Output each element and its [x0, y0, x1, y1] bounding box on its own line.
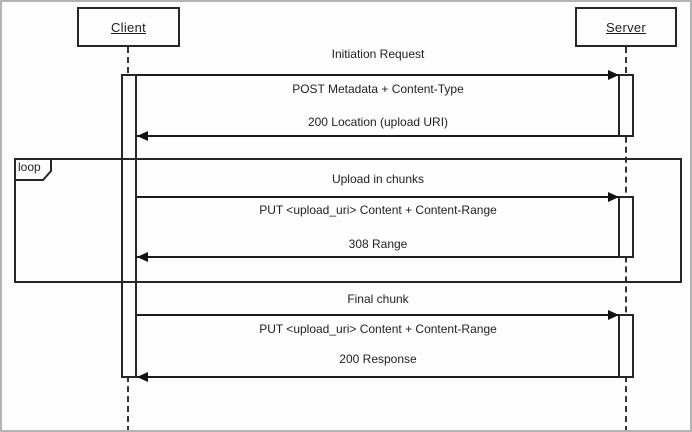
client-activation-bar	[121, 74, 137, 378]
arrowhead-left-icon	[137, 131, 148, 141]
request-line-2	[137, 196, 619, 198]
section-title: Final chunk	[347, 292, 409, 306]
response-message-label: 308 Range	[348, 237, 408, 251]
server-activation-bar-3	[618, 314, 634, 378]
server-activation-bar-2	[618, 196, 634, 258]
response-line-2	[137, 256, 619, 258]
request-line-1	[137, 74, 619, 76]
section-title: Initiation Request	[331, 47, 425, 61]
server-activation-bar-1	[618, 74, 634, 137]
response-line-3	[137, 376, 619, 378]
arrowhead-right-icon	[608, 70, 619, 80]
request-message-label: PUT <upload_uri> Content + Content-Range	[259, 322, 497, 336]
actor-label-server: Server	[605, 19, 647, 35]
actor-box-server: Server	[575, 7, 677, 47]
actor-label-client: Client	[110, 19, 147, 35]
loop-fragment-frame	[14, 158, 682, 283]
request-line-3	[137, 314, 619, 316]
response-message-label: 200 Location (upload URI)	[307, 115, 449, 129]
actor-box-client: Client	[77, 7, 180, 47]
response-line-1	[137, 135, 619, 137]
section-title: Upload in chunks	[331, 172, 425, 186]
arrowhead-left-icon	[137, 252, 148, 262]
arrowhead-right-icon	[608, 310, 619, 320]
arrowhead-right-icon	[608, 192, 619, 202]
request-message-label: POST Metadata + Content-Type	[292, 82, 464, 96]
arrowhead-left-icon	[137, 372, 148, 382]
request-message-label: PUT <upload_uri> Content + Content-Range	[259, 203, 497, 217]
response-message-label: 200 Response	[339, 352, 417, 366]
loop-label-pentagon	[14, 158, 52, 181]
loop-operator-label: loop	[18, 160, 41, 174]
